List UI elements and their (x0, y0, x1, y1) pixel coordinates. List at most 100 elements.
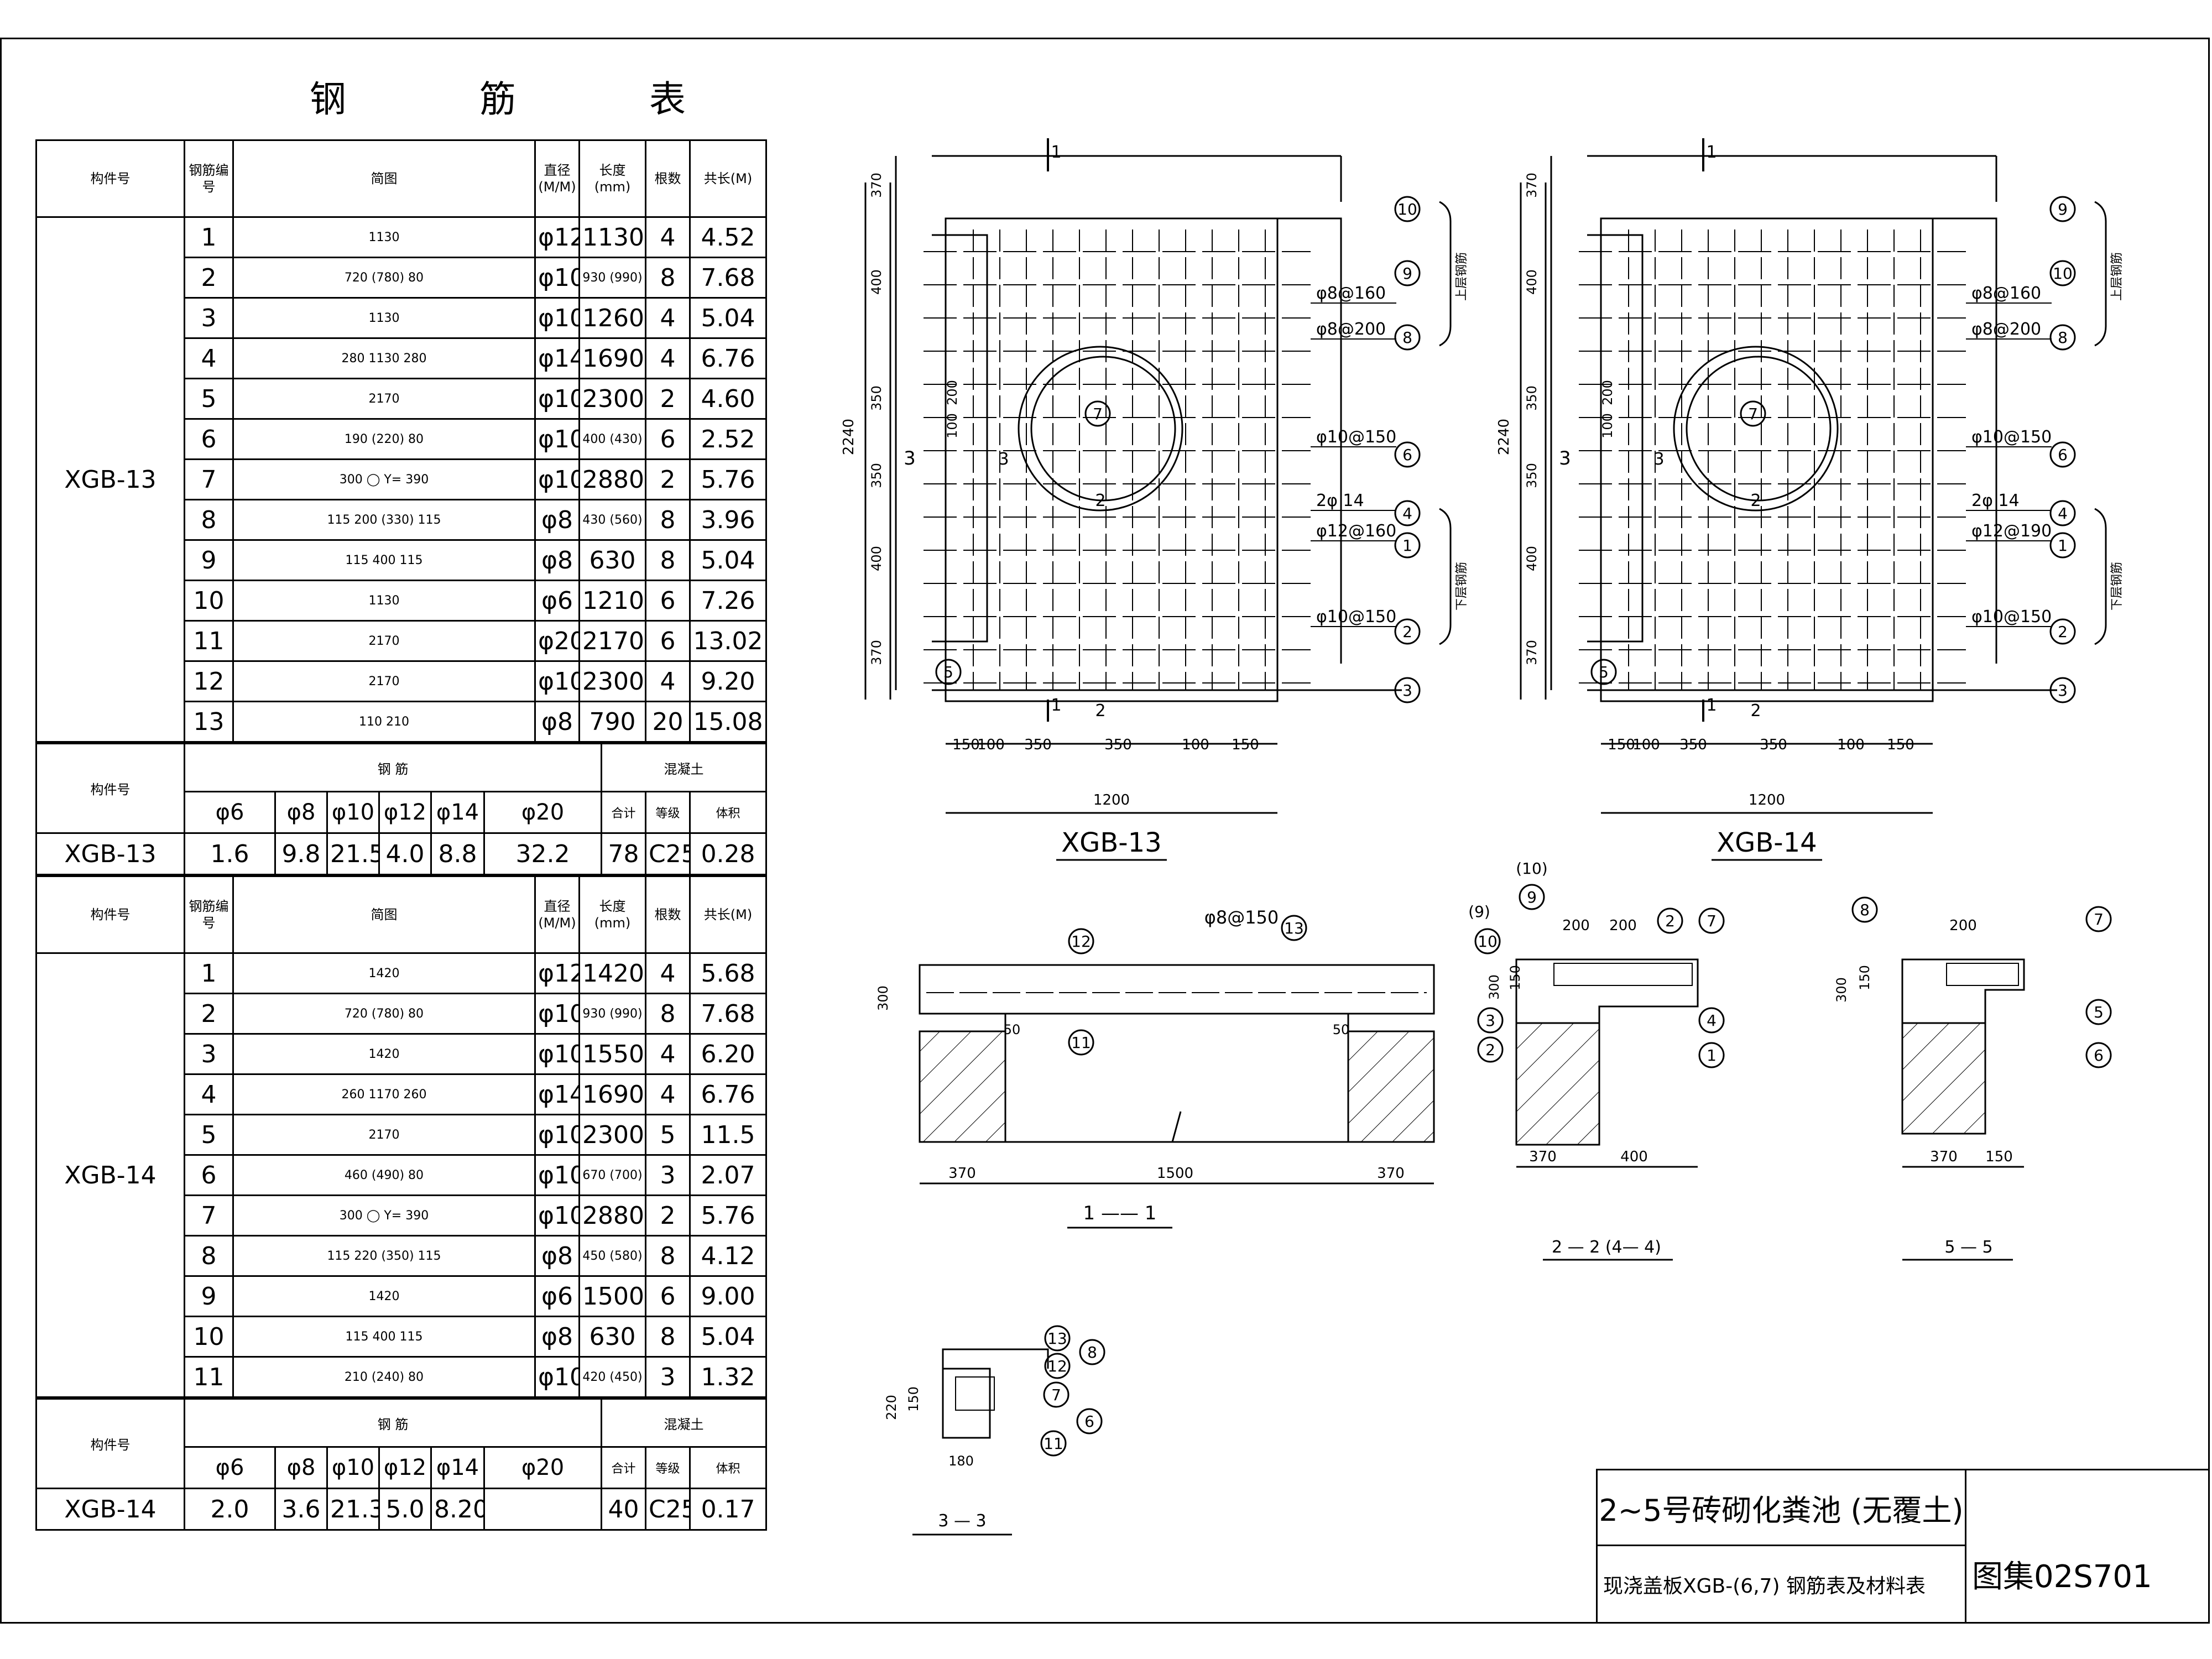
callout-number: 3 (2058, 681, 2068, 700)
bar-number: 13 (184, 701, 234, 743)
bar-number: 9 (184, 1275, 234, 1317)
section-outline (942, 1348, 1049, 1369)
bar-length: 1210 (578, 580, 646, 622)
bar-length: 2300 (578, 660, 646, 702)
summary-title-row: 构件号钢 筋混凝土 (35, 1398, 768, 1489)
bar-length: 790 (578, 701, 646, 743)
slab-section (919, 964, 1435, 1015)
section-mark-label: 2 (1095, 701, 1105, 721)
callout-bubble (1068, 928, 1094, 954)
callout-bubble (1394, 500, 1421, 526)
section-mark-label: 3 (1653, 450, 1664, 469)
bar-number: 6 (184, 1154, 234, 1196)
dim-horizontal: 1500 (1157, 1165, 1193, 1182)
callout-bubble (1394, 618, 1421, 645)
bar-number: 8 (184, 499, 234, 541)
bar-shape: 190 (220) 80 (232, 418, 536, 460)
dim-horizontal: 100 (1182, 737, 1209, 753)
callout-number: 13 (1284, 919, 1304, 937)
dim-horizontal: 150 (952, 737, 980, 753)
dim-vertical: 300 (1486, 974, 1502, 1000)
callout-bubble (2085, 999, 2112, 1025)
table-row: XGB-1311130φ12113044.52 (35, 216, 767, 743)
bar-length: 1690 (578, 337, 646, 379)
callout-number: 6 (1402, 446, 1412, 464)
section-label: 3 — 3 (938, 1511, 986, 1531)
bar-number: 1 (184, 216, 234, 258)
dim-horizontal: 350 (1679, 737, 1707, 753)
bar-diameter: φ8 (534, 701, 580, 743)
table-header-row: 构件号钢筋编号简图直径(M/M)长度(mm)根数共长(M) (35, 139, 767, 218)
table-row: 52170φ102300511.5 (36, 1114, 767, 1156)
bar-length: 1690 (578, 1073, 646, 1115)
bar-number: 8 (184, 1235, 234, 1277)
bar-count: 8 (645, 1316, 691, 1358)
callout-bubble (1519, 884, 1545, 910)
callout-number: 11 (1071, 1034, 1091, 1052)
bar-shape: 720 (780) 80 (232, 993, 536, 1035)
callout-bubble (2085, 906, 2112, 932)
header-member: 构件号 (35, 139, 185, 218)
bar-length: 1260 (578, 297, 646, 339)
bar-count: 6 (645, 620, 691, 662)
dim-vertical: 300 (875, 985, 891, 1011)
bar-length: 1550 (578, 1033, 646, 1075)
callout-bubble (2049, 324, 2076, 351)
bar-diameter: φ6 (534, 580, 580, 622)
section-label: 2 — 2 (4— 4) (1552, 1238, 1661, 1257)
rebar-note: 2φ 14 (1316, 491, 1364, 510)
rebar-hoop (955, 1376, 995, 1411)
dim-total-horizontal: 1200 (1093, 792, 1130, 808)
callout-number: 11 (1044, 1434, 1063, 1453)
bar-count: 6 (645, 418, 691, 460)
dim-small: 50 (1004, 1022, 1021, 1037)
callout-number: 4 (1402, 504, 1412, 523)
callout-number: 1 (1707, 1046, 1717, 1065)
dim-horizontal: 100 (1632, 737, 1660, 753)
callout-bubble (2049, 618, 2076, 645)
header-diameter: 直径(M/M) (534, 875, 580, 954)
section-note: φ8@150 (1204, 907, 1279, 928)
callout-bubble (2049, 441, 2076, 468)
summary-phi8: 3.6 (274, 1488, 328, 1531)
bar-number: 1 (184, 952, 234, 994)
summary-volume-header: 体积 (689, 1446, 768, 1489)
bar-count: 3 (645, 1356, 691, 1398)
dim-vertical: 300 (1834, 977, 1849, 1003)
dim-horizontal: 370 (1377, 1165, 1405, 1182)
callout-bubble (1068, 1029, 1094, 1056)
bar-diameter: φ8 (534, 1235, 580, 1277)
bar-length: 430 (560) (578, 499, 646, 541)
bar-shape: 1130 (232, 580, 536, 622)
summary-member-header: 构件号 (35, 1398, 185, 1489)
dim-horizontal: 100 (1837, 737, 1865, 753)
callout-number: 10 (1397, 200, 1417, 218)
bar-shape: 115 400 115 (232, 1316, 536, 1358)
callout-bubble (1851, 896, 1878, 923)
callout-bubble (1043, 1381, 1070, 1408)
callout-number: 7 (1707, 912, 1717, 930)
header-shape: 简图 (232, 139, 536, 218)
bar-length: 450 (580) (578, 1235, 646, 1277)
rebar-note: φ12@190 (1971, 521, 2052, 541)
bar-number: 9 (184, 539, 234, 581)
callout-number: 1 (2058, 536, 2068, 555)
callout-number: 6 (2094, 1046, 2104, 1065)
summary-phi20: 32.2 (483, 832, 603, 875)
opening-circle (1673, 346, 1839, 512)
callout-paren: (10) (1516, 859, 1547, 878)
bar-shape: 2170 (232, 1114, 536, 1156)
callout-bubble (1394, 677, 1421, 703)
rebar-note: φ10@150 (1316, 427, 1396, 447)
bar-shape: 115 220 (350) 115 (232, 1235, 536, 1277)
table-header-row: 构件号钢筋编号简图直径(M/M)长度(mm)根数共长(M) (35, 875, 767, 954)
callout-bubble (1698, 907, 1725, 934)
